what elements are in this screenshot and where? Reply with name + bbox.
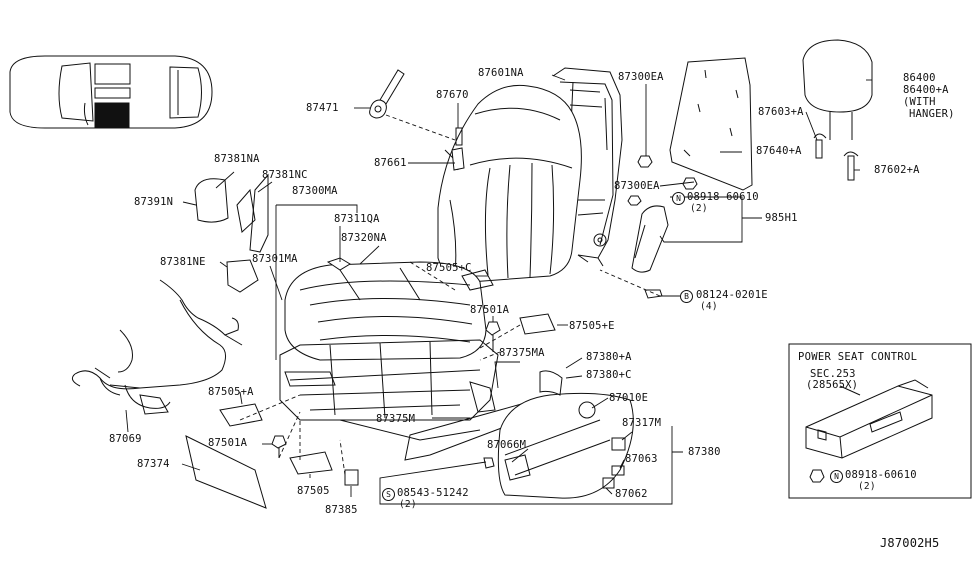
label-87601NA[interactable]: 87601NA (478, 67, 524, 79)
label-87602-plus-a[interactable]: 87602+A (874, 164, 920, 176)
seatback-board (669, 57, 753, 191)
label-with: (WITH (903, 96, 936, 108)
label-87505[interactable]: 87505 (297, 485, 330, 497)
seat-frame-rails (279, 339, 499, 441)
label-87062[interactable]: 87062 (615, 488, 648, 500)
label-985H1[interactable]: 985H1 (765, 212, 798, 224)
n-circle-marker: N (672, 192, 685, 205)
label-87640-plus-a[interactable]: 87640+A (756, 145, 802, 157)
seatback-cushion (437, 84, 582, 283)
label-08543-51242[interactable]: 08543-51242 (397, 487, 469, 499)
headrest (802, 39, 873, 140)
dashed-leaders (239, 114, 661, 476)
label-87320NA[interactable]: 87320NA (341, 232, 387, 244)
label-28565X[interactable]: (28565X) (806, 379, 859, 391)
label-87069[interactable]: 87069 (109, 433, 142, 445)
label-87505-plus-e[interactable]: 87505+E (569, 320, 615, 332)
label-87603-plus-a[interactable]: 87603+A (758, 106, 804, 118)
n-circle-marker-inset: N (830, 470, 843, 483)
label-87317M[interactable]: 87317M (622, 417, 662, 429)
label-87670[interactable]: 87670 (436, 89, 469, 101)
label-08543-qty: (2) (399, 499, 417, 510)
label-86400[interactable]: 86400 (903, 72, 936, 84)
label-87301MA[interactable]: 87301MA (252, 253, 298, 265)
s-circle-marker: S (382, 488, 395, 501)
label-87381NA[interactable]: 87381NA (214, 153, 260, 165)
label-08918-60610-top[interactable]: 08918-60610 (687, 191, 759, 203)
inset-title: POWER SEAT CONTROL (798, 351, 918, 363)
leader-lines (125, 74, 872, 505)
label-87380-plus-a[interactable]: 87380+A (586, 351, 632, 363)
label-87381NC[interactable]: 87381NC (262, 169, 308, 181)
label-87300MA[interactable]: 87300MA (292, 185, 338, 197)
label-87010E[interactable]: 87010E (609, 392, 649, 404)
label-86400-plus-a[interactable]: 86400+A (903, 84, 949, 96)
side-airbag-module (631, 205, 669, 273)
label-87311QA[interactable]: 87311QA (334, 213, 380, 225)
label-87501A-bottom[interactable]: 87501A (208, 437, 248, 449)
label-87380-plus-c[interactable]: 87380+C (586, 369, 632, 381)
label-87300EA-mid[interactable]: 87300EA (614, 180, 660, 192)
label-87471[interactable]: 87471 (306, 102, 339, 114)
label-08124-0201E[interactable]: 08124-0201E (696, 289, 768, 301)
seat-cushion (284, 257, 487, 361)
label-87374[interactable]: 87374 (137, 458, 170, 470)
label-87375MA[interactable]: 87375MA (499, 347, 545, 359)
label-87505-plus-c[interactable]: 87505+C (426, 262, 472, 274)
label-87375M[interactable]: 87375M (376, 413, 416, 425)
label-87300EA-top[interactable]: 87300EA (618, 71, 664, 83)
label-87661[interactable]: 87661 (374, 157, 407, 169)
b-circle-marker: B (680, 290, 693, 303)
label-08918-60610-inset[interactable]: 08918-60610 (845, 469, 917, 481)
label-08124-qty: (4) (700, 301, 718, 312)
label-08918-qty-top: (2) (690, 203, 708, 214)
label-87385[interactable]: 87385 (325, 504, 358, 516)
diagram-code: J87002H5 (880, 536, 940, 550)
label-87391N[interactable]: 87391N (134, 196, 174, 208)
label-87063[interactable]: 87063 (625, 453, 658, 465)
vehicle-locator-icon (9, 55, 213, 129)
wiring-harness (71, 279, 243, 415)
label-hanger: HANGER) (909, 108, 955, 120)
label-87381NE[interactable]: 87381NE (160, 256, 206, 268)
label-08918-qty-inset: (2) (858, 481, 876, 492)
power-seat-control-inset (788, 343, 972, 499)
label-87505-plus-a[interactable]: 87505+A (208, 386, 254, 398)
seatback-frame (552, 67, 623, 267)
label-87501A-top[interactable]: 87501A (470, 304, 510, 316)
label-87066M[interactable]: 87066M (487, 439, 527, 451)
label-sec-253[interactable]: SEC.253 (810, 368, 856, 380)
small-parts (185, 69, 859, 509)
label-87380[interactable]: 87380 (688, 446, 721, 458)
